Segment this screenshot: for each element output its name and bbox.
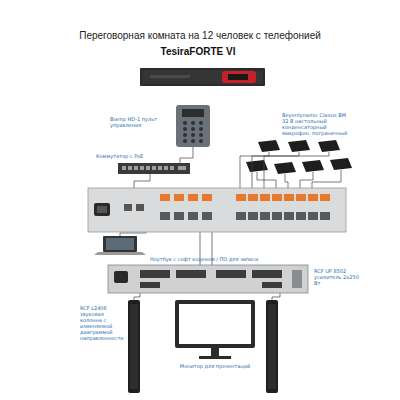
device-label: RCF L2406 звуковая колонна с изменяемой … [80, 305, 124, 341]
diagram-title: Переговорная комната на 12 человек с тел… [0, 30, 400, 41]
device-label: Ноутбук с софт кодеком / ПО для записи [150, 256, 280, 262]
device-label: RCF UP 8502 усилитель 2x250 Вт [314, 268, 364, 286]
device-name: TesiraFORTE VI [0, 46, 398, 58]
device-label: Beyerdynamic Classis BM 32 B настольный … [282, 112, 352, 136]
device-label: Коммутатор с PoE [96, 153, 176, 159]
device-label: Монитор для презентаций [160, 363, 270, 369]
device-label: Biamp HD-1 пульт управления [110, 116, 170, 128]
